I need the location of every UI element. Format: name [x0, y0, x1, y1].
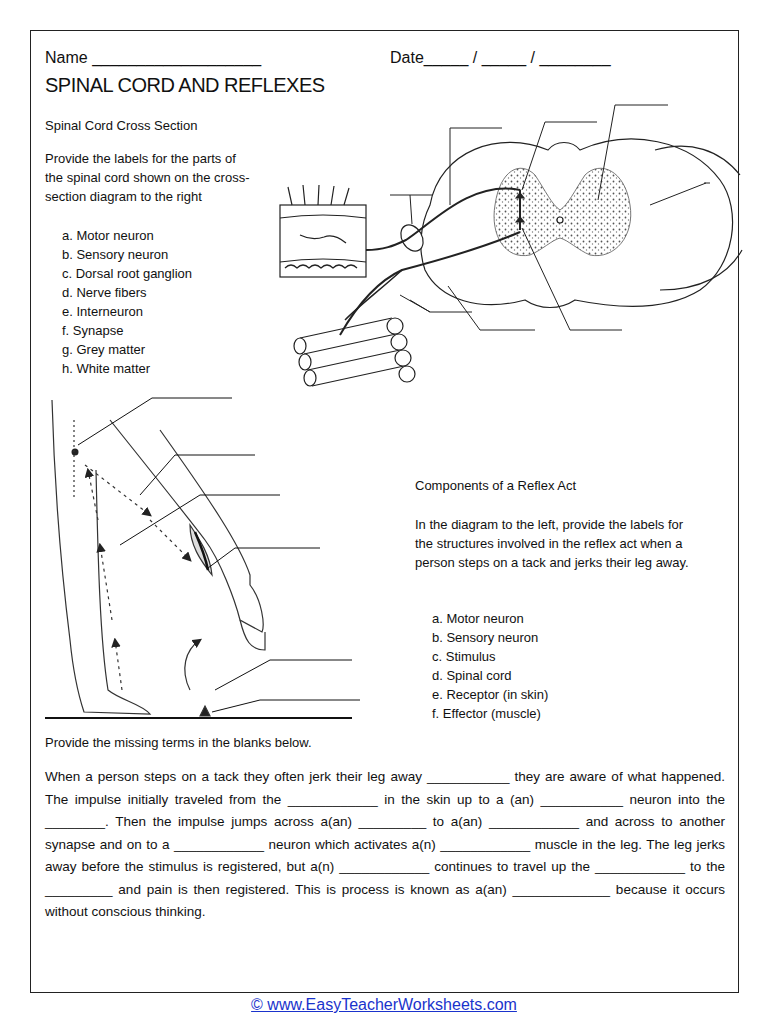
section-heading: Components of a Reflex Act	[415, 477, 576, 494]
section-heading: Spinal Cord Cross Section	[45, 117, 197, 134]
worksheet-title: SPINAL CORD AND REFLEXES	[45, 72, 325, 98]
term-option: e. Interneuron	[62, 303, 143, 320]
page-frame	[31, 31, 739, 993]
term-option: d. Nerve fibers	[62, 284, 147, 301]
term-option: d. Spinal cord	[432, 667, 512, 684]
term-option: h. White matter	[62, 360, 150, 377]
term-option: a. Motor neuron	[62, 227, 154, 244]
term-option: c. Dorsal root ganglion	[62, 265, 192, 282]
fill-in-paragraph: When a person steps on a tack they often…	[45, 766, 725, 924]
date-field: Date_____ / _____ / ________	[390, 47, 611, 68]
term-option: f. Synapse	[62, 322, 123, 339]
term-option: f. Effector (muscle)	[432, 705, 541, 722]
copyright-link: © www.EasyTeacherWorksheets.com	[0, 994, 768, 1016]
term-option: g. Grey matter	[62, 341, 145, 358]
term-option: c. Stimulus	[432, 648, 496, 665]
term-option: b. Sensory neuron	[62, 246, 168, 263]
instruction-text: Provide the labels for the parts of the …	[45, 149, 250, 206]
instruction-text: Provide the missing terms in the blanks …	[45, 734, 312, 751]
instruction-text: In the diagram to the left, provide the …	[415, 515, 700, 572]
term-option: a. Motor neuron	[432, 610, 524, 627]
name-field: Name ___________________	[45, 47, 261, 68]
spinal-cord-illustration	[280, 105, 742, 386]
leg-reflex-illustration	[45, 398, 360, 718]
term-option: e. Receptor (in skin)	[432, 686, 548, 703]
term-option: b. Sensory neuron	[432, 629, 538, 646]
